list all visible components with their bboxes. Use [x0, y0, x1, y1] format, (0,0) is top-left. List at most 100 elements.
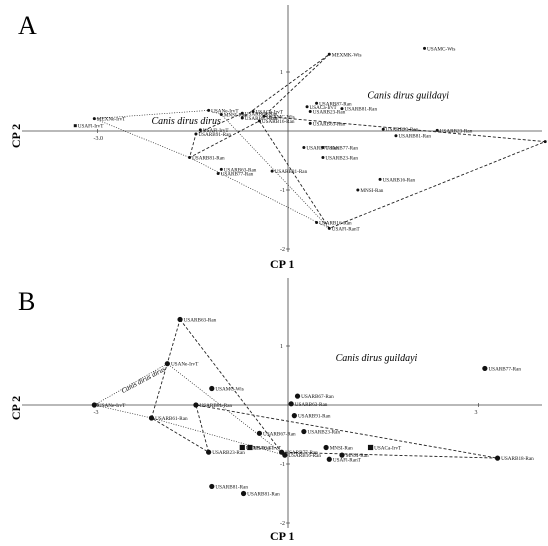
point-marker: [240, 111, 244, 115]
data-point: USARB91-Ran: [194, 132, 231, 138]
point-label: USARB61-Ran: [155, 416, 188, 422]
point-marker: [423, 46, 427, 50]
data-point: USAGa-IrvT: [247, 444, 282, 451]
y-tick-label: -1: [280, 188, 285, 194]
data-point: USARB16-Ran: [378, 177, 416, 183]
point-marker: [240, 116, 244, 120]
hull-dirus: [93, 363, 286, 456]
point-label: USARB67-Ran: [301, 394, 334, 400]
point-marker: [315, 220, 319, 224]
data-point: USARB81-Ran: [340, 107, 377, 113]
point-marker: [177, 316, 183, 323]
point-label: USARB63-Ran: [245, 111, 278, 117]
point-label: USARB77-Ran: [221, 171, 254, 177]
group-annotation: Canis dirus guildayi: [336, 353, 418, 364]
point-marker: [209, 483, 215, 490]
point-marker: [294, 393, 301, 399]
hull-group: [94, 53, 546, 229]
data-point: USAFl-IrvT: [239, 444, 272, 451]
point-marker: [216, 171, 220, 175]
data-point: USARB23-Ran: [301, 428, 340, 436]
point-marker: [240, 490, 247, 497]
group-annotation: Canis dirus dirus: [120, 365, 167, 395]
point-marker: [305, 105, 309, 109]
point-label: USAFl-RanT: [332, 226, 361, 232]
data-point: MNSI-Ran: [356, 188, 384, 194]
point-marker: [482, 365, 488, 372]
point-marker: [92, 117, 96, 121]
point-label: USARB81-Ran: [398, 134, 431, 140]
point-label: USARB91-Ran: [198, 132, 231, 138]
point-marker: [321, 156, 325, 160]
data-point: USAMC-Wis: [423, 46, 455, 52]
point-label: USARB23-Ran: [325, 156, 358, 162]
data-point: MEXNe-IrvT: [92, 117, 126, 123]
point-marker: [219, 167, 223, 171]
hull-guildayi: [188, 53, 546, 229]
point-label: MNSI-Ran: [224, 112, 247, 118]
point-label: USARB91-Ran: [298, 414, 331, 420]
point-label: USAFl-IrvT: [78, 124, 104, 130]
point-label: USARB16-Ran: [262, 119, 295, 125]
point-marker: [270, 169, 274, 173]
point-marker: [394, 134, 398, 138]
data-point: USARB23-Ran: [435, 128, 473, 134]
point-marker: [251, 110, 255, 114]
data-point: USARB81-Ran: [193, 402, 233, 409]
point-label: USARB63-Ran: [295, 402, 328, 408]
point-marker: [326, 456, 332, 462]
point-label: USARB87-Ran: [319, 101, 352, 107]
point-label: MNSI-Ran: [330, 445, 353, 451]
point-marker: [91, 402, 97, 408]
data-point: USAMC-Wis: [209, 385, 244, 392]
point-marker: [206, 449, 212, 455]
group-annotation: Canis dirus guildayi: [367, 91, 449, 102]
point-marker: [494, 455, 501, 461]
data-point: USARB67-Ran: [294, 393, 334, 400]
point-marker: [164, 361, 170, 367]
panel-b: B USANe-IrvTUSARB63-RanUSANe-IrvTUSAMC-W…: [9, 278, 542, 543]
data-point: USARB77-Ran: [321, 146, 358, 152]
point-label: USAGa-IrvT: [256, 110, 284, 116]
data-point: USANe-IrvT: [207, 108, 239, 114]
data-point: USANe-IrvT: [164, 361, 199, 368]
point-label: USARB81-Ran: [192, 156, 225, 162]
point-marker: [247, 444, 253, 451]
point-label: USACa-IrvT: [374, 445, 402, 451]
point-label: USARB63-Ran: [184, 317, 217, 323]
group-annotation: Canis dirus dirus: [151, 116, 221, 127]
data-point: USAMC-Wis: [262, 114, 295, 120]
point-label: USARB87-Ran: [245, 116, 278, 122]
panel-a: A USAFl-IrvTMEXNe-IrvTUSANe-IrvTMNSI-Ran…: [9, 5, 548, 271]
data-point: MEXMK-Wis: [327, 52, 362, 58]
x-tick-label: -3: [94, 410, 99, 416]
data-point: MNSI-Ran: [219, 112, 247, 118]
y-tick-label: 1: [280, 344, 283, 350]
point-label: USARB77-Ran: [325, 146, 358, 152]
point-marker: [188, 156, 192, 160]
point-marker: [308, 121, 312, 125]
point-label: USANe-IrvT: [171, 362, 199, 368]
data-point: USARB16-Ran: [257, 119, 295, 125]
point-label: USARB23-Ran: [440, 128, 473, 134]
point-label: MNSI-Ran: [346, 453, 369, 459]
point-marker: [543, 140, 547, 144]
point-label: USARB81-Ran: [215, 484, 248, 490]
data-point: USARB63-Ran: [240, 111, 278, 117]
x-axis-title: CP 1: [270, 257, 294, 271]
point-label: USARB81-Ran: [275, 169, 308, 175]
data-point: USAFl-IrvT: [73, 124, 104, 130]
point-marker: [435, 128, 439, 132]
point-marker: [193, 402, 199, 408]
data-point: USARB81-Ran: [394, 134, 431, 140]
y-tick-label: 1: [280, 70, 283, 76]
data-point: USARB61-Ran: [148, 415, 188, 422]
annotation-group: Canis dirus dirus Canis dirus guildayi: [151, 91, 449, 127]
data-point: USAFl-RanT: [326, 456, 362, 463]
point-label: USARB77-Ran: [488, 366, 521, 372]
point-label: MEXMK-Wis: [332, 52, 362, 58]
point-marker: [308, 110, 312, 114]
point-marker: [256, 430, 263, 436]
panel-letter-b: B: [18, 287, 35, 316]
point-label: USARB23-Ran: [386, 127, 419, 133]
